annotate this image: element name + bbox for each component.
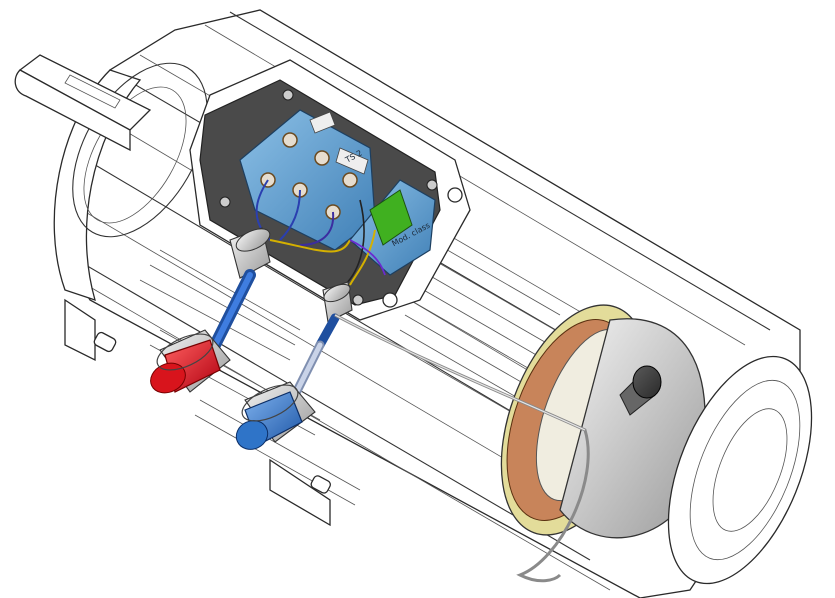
- shaft-icon: [14, 54, 152, 152]
- release-lever-icon: [619, 365, 662, 416]
- terminal-block-icon: [239, 109, 436, 276]
- brake-cable: [334, 313, 590, 583]
- mounting-feet: [64, 298, 332, 527]
- cooling-fins: [139, 239, 561, 506]
- brake-disc-icon: [500, 304, 706, 539]
- red-connector-icon: [150, 329, 231, 394]
- blue-connector-icon: [235, 381, 316, 450]
- cable-glands: [229, 227, 353, 323]
- fan-cover: [667, 355, 813, 585]
- cables: [209, 269, 340, 400]
